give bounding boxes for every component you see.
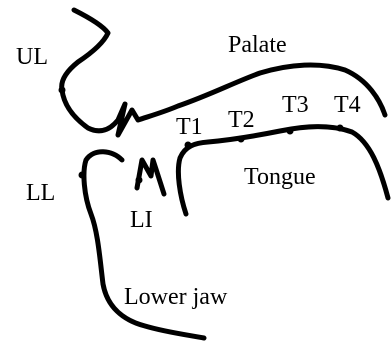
tongue-sensor-t2-label: T2 xyxy=(228,107,255,133)
tongue-sensor-t4-label: T4 xyxy=(334,92,361,118)
lower-incisor-contour xyxy=(137,160,164,194)
tongue-sensor-t1-dot xyxy=(185,142,192,149)
lower-incisor-label: LI xyxy=(130,207,153,233)
upper-lip-sensor-dot xyxy=(59,87,66,94)
lower-jaw-label: Lower jaw xyxy=(124,284,228,310)
tongue-label: Tongue xyxy=(244,164,316,190)
tongue-sensor-t1-label: T1 xyxy=(176,114,203,140)
tongue-sensor-t3-dot xyxy=(287,128,294,135)
lower-lip-sensor-dot xyxy=(79,172,86,179)
palate-label: Palate xyxy=(228,32,287,58)
lower-jaw-contour xyxy=(84,152,204,338)
tongue-sensor-t2-dot xyxy=(238,136,245,143)
tongue-sensor-t4-dot xyxy=(337,125,344,132)
lower-incisor-sensor-dot xyxy=(136,177,143,184)
tongue-sensor-t3-label: T3 xyxy=(282,92,309,118)
lower-lip-label: LL xyxy=(26,180,55,206)
upper-lip-label: UL xyxy=(16,44,48,70)
